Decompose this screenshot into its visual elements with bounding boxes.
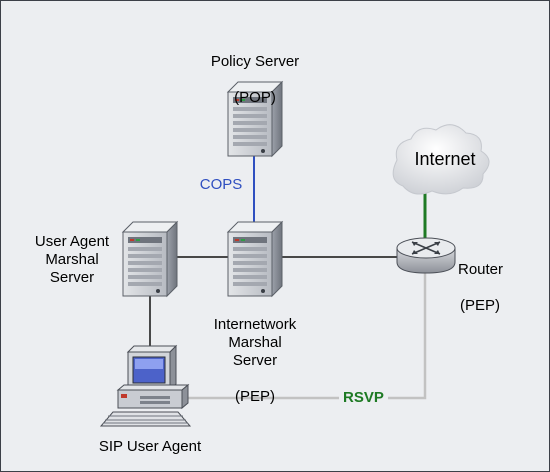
router-name: Router [458, 261, 504, 278]
inet-marshal-server-role: (PEP) [234, 388, 275, 405]
policy-server-label: Policy Server (POP) [190, 35, 320, 125]
policy-server-name: Policy Server [210, 53, 300, 70]
inet-marshal-server-name: Internetwork Marshal Server [213, 316, 297, 369]
sip-user-agent-label: SIP User Agent [98, 438, 202, 455]
rsvp-label: RSVP [339, 389, 388, 407]
router-icon [396, 237, 456, 274]
router-role: (PEP) [460, 297, 501, 314]
policy-server-role: (POP) [234, 89, 276, 106]
cops-label: COPS [199, 176, 243, 193]
rsvp-path [183, 270, 427, 400]
ua-marshal-server-label: User Agent Marshal Server [34, 233, 110, 286]
ua-marshal-server-icon [122, 221, 178, 297]
internet-cloud-icon [392, 124, 490, 195]
sip-user-agent-workstation-icon [99, 344, 192, 427]
router-label: Router (PEP) [458, 243, 528, 333]
inet-marshal-server-icon [227, 221, 283, 297]
internet-label: Internet [414, 149, 476, 169]
inet-marshal-server-label: Internetwork Marshal Server (PEP) [190, 298, 320, 424]
